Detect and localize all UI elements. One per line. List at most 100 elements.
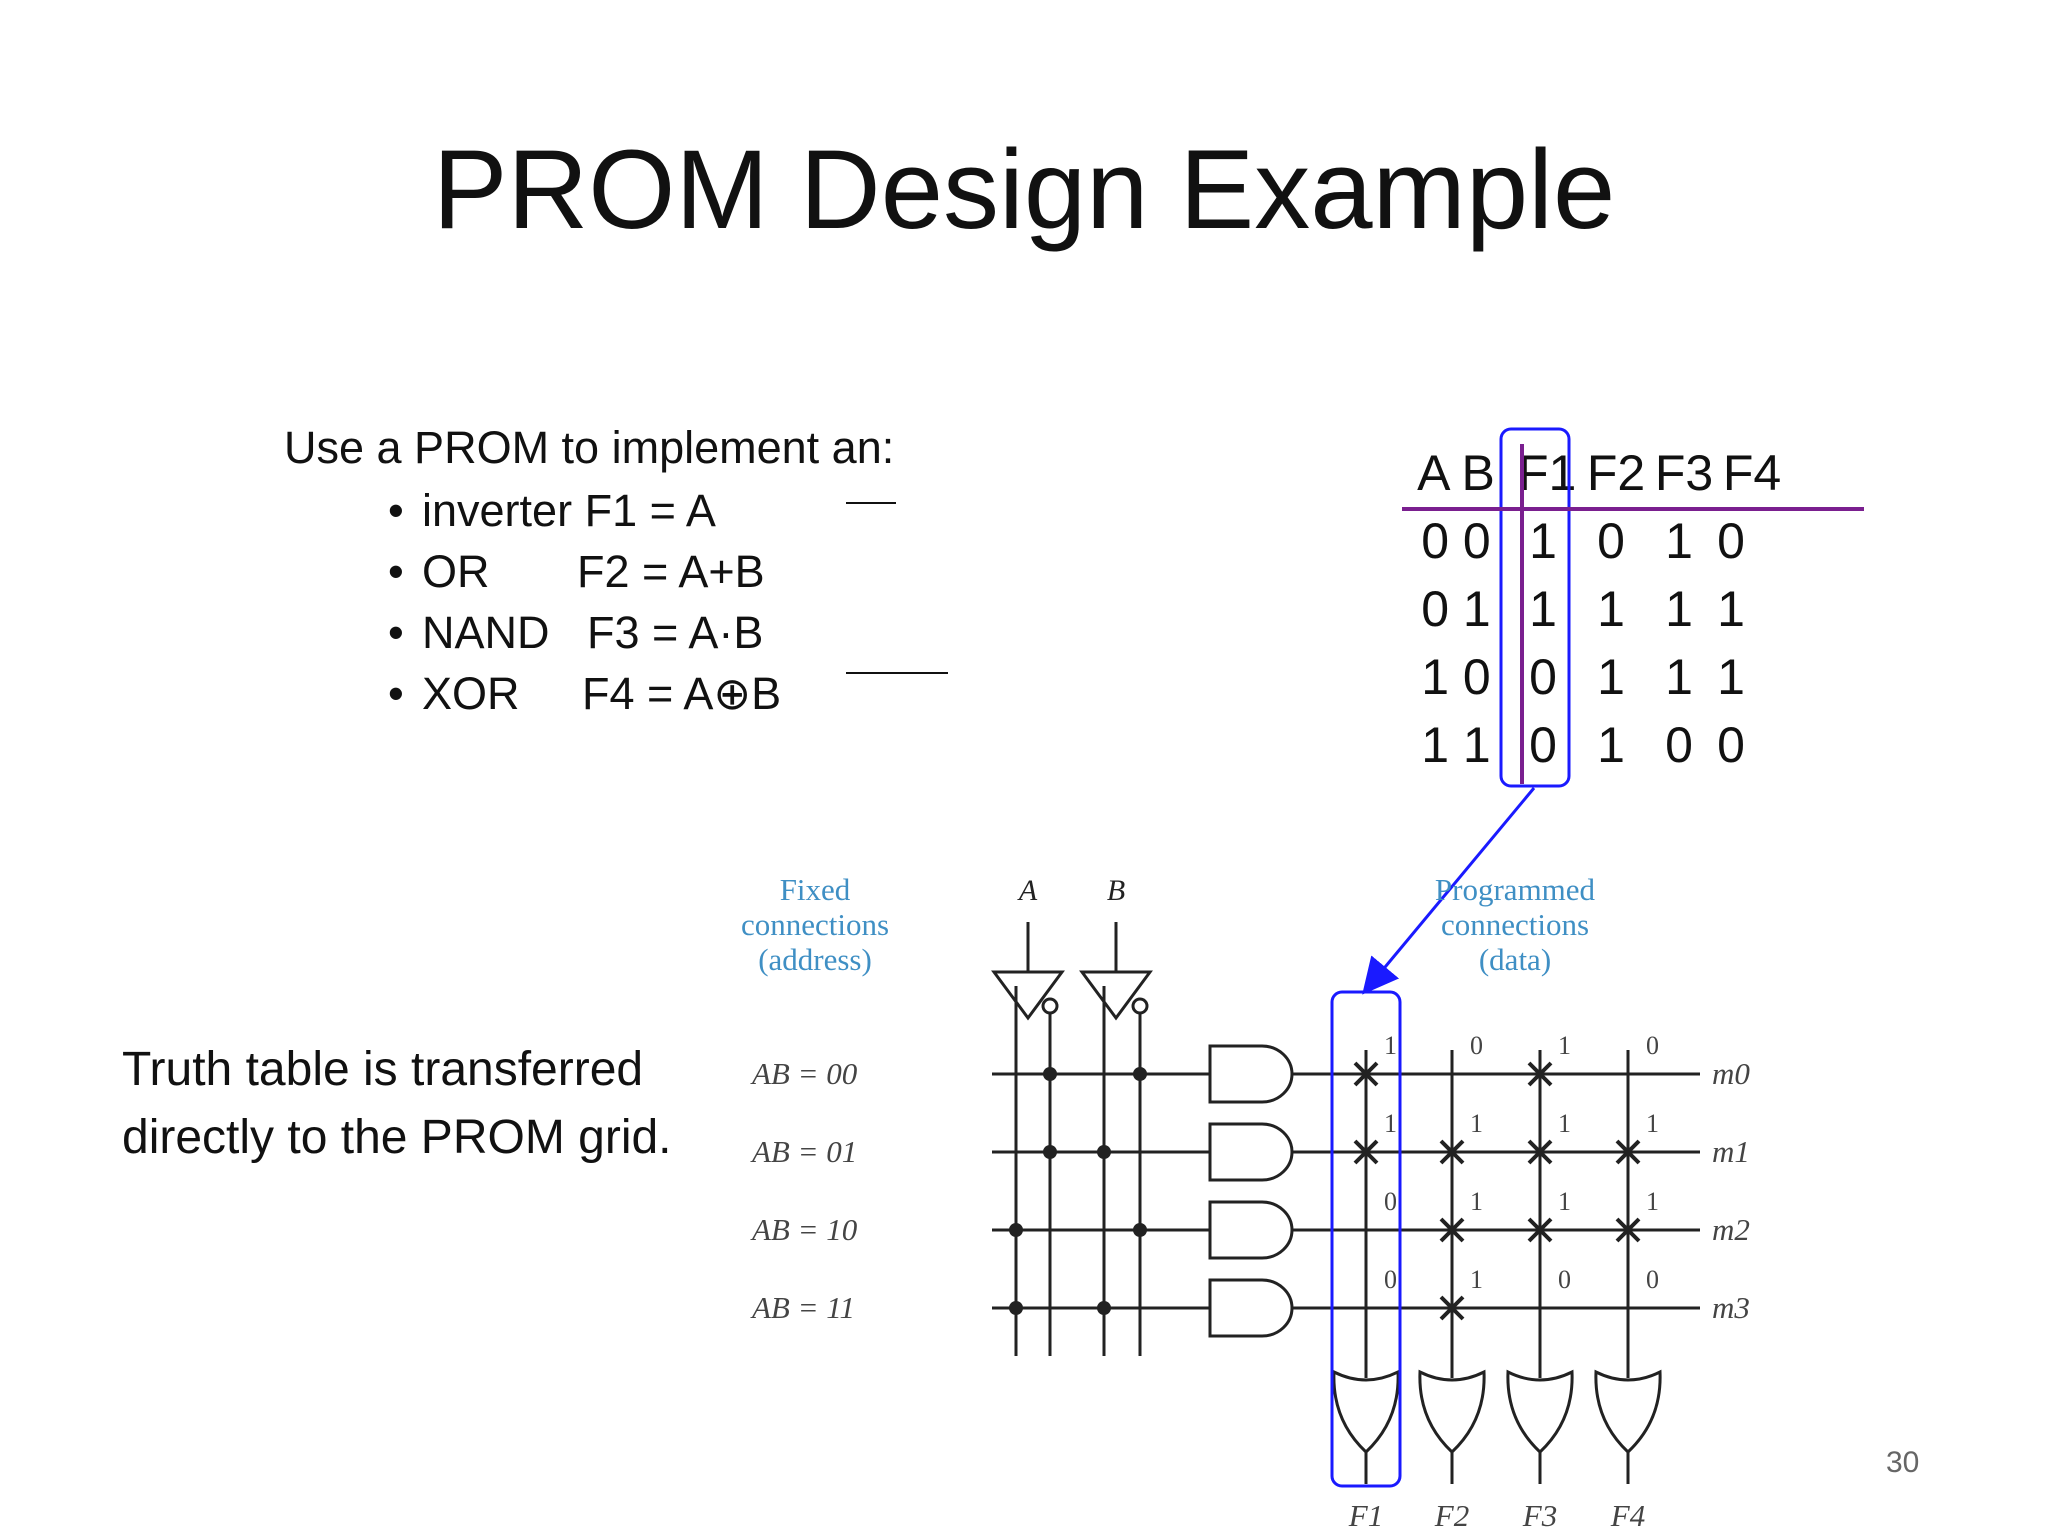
bit-label: 1	[1646, 1109, 1659, 1138]
bullet-name: OR	[422, 546, 490, 597]
tt-header-ab: A B	[1417, 445, 1495, 501]
programmed-connection-icon	[1527, 1139, 1553, 1165]
bit-label: 1	[1558, 1187, 1571, 1216]
address-row-00: AB = 00	[750, 1056, 858, 1091]
or-gate-icon	[1332, 1369, 1400, 1455]
bit-label: 0	[1558, 1265, 1571, 1294]
minterm-label-m2: m2	[1712, 1212, 1750, 1247]
minterm-label-m1: m1	[1712, 1134, 1750, 1169]
tt-cell: 1	[1717, 581, 1745, 637]
tt-cell: 1	[1597, 649, 1625, 705]
and-gate-icon	[1208, 1122, 1294, 1182]
bullet-formula: F1 = A	[584, 485, 716, 536]
tt-header-f1: F1	[1518, 445, 1577, 501]
minterm-label-m3: m3	[1712, 1290, 1750, 1325]
fixed-label-1: Fixed	[780, 872, 851, 907]
address-lines	[992, 1072, 1210, 1310]
tt-cell: 0	[1597, 513, 1625, 569]
bullet-name: XOR	[422, 668, 520, 719]
tt-cell: 1	[1665, 649, 1693, 705]
programmed-connection-icon	[1353, 1061, 1379, 1087]
output-label-f1: F1	[1348, 1498, 1383, 1533]
programmed-connection-icon	[1527, 1061, 1553, 1087]
bit-label: 1	[1558, 1031, 1571, 1060]
fixed-label-3: (address)	[758, 942, 872, 977]
programmed-connection-icon	[1439, 1217, 1465, 1243]
bit-label: 1	[1470, 1265, 1483, 1294]
bit-label: 1	[1558, 1109, 1571, 1138]
or-gate-icon	[1594, 1369, 1662, 1455]
minterm-label-m0: m0	[1712, 1056, 1750, 1091]
tt-header-f2: F2	[1586, 445, 1646, 501]
fixed-connection-dots	[1009, 1067, 1147, 1315]
and-gate-icon	[1208, 1278, 1294, 1338]
task-intro: Use a PROM to implement an:	[284, 422, 895, 473]
programmed-connection-icon	[1439, 1295, 1465, 1321]
overbar-a	[846, 502, 896, 504]
tt-row-ab: 1 0	[1421, 649, 1491, 705]
tt-cell: 0	[1717, 513, 1745, 569]
bullet-formula: F3 = A·B	[587, 607, 764, 658]
address-row-01: AB = 01	[750, 1134, 857, 1169]
transfer-arrow	[1362, 787, 1536, 995]
input-label-a: A	[1017, 874, 1038, 907]
bit-label: 0	[1470, 1031, 1483, 1060]
bullet-name: NAND	[422, 607, 550, 658]
page-number: 30	[1886, 1446, 1920, 1479]
tt-cell: 1	[1597, 717, 1625, 773]
bit-label: 1	[1470, 1109, 1483, 1138]
tt-cell: 1	[1529, 581, 1557, 637]
programmed-connection-icon	[1615, 1217, 1641, 1243]
programmed-connection-icon	[1439, 1139, 1465, 1165]
f1-column-highlight	[1330, 990, 1402, 1488]
tt-cell: 1	[1665, 513, 1693, 569]
bullet-name: inverter	[422, 485, 573, 536]
tt-cell: 0	[1717, 717, 1745, 773]
bullet-or: •OR F2 = A+B	[388, 546, 765, 597]
function-list: •inverter F1 = A •OR F2 = A+B •NAND F3 =…	[388, 480, 781, 724]
note-line-1: Truth table is transferred	[122, 1043, 644, 1096]
and-gate-icon	[1208, 1200, 1294, 1260]
bullet-formula: F4 = A⊕B	[582, 668, 782, 719]
tt-cell: 1	[1665, 581, 1693, 637]
tt-cell: 0	[1529, 717, 1557, 773]
tt-row-ab: 1 1	[1421, 717, 1491, 773]
bit-label: 0	[1384, 1187, 1397, 1216]
fixed-label-2: connections	[741, 907, 889, 942]
bullet-xor: •XOR F4 = A⊕B	[388, 668, 782, 719]
and-gate-icon	[1208, 1044, 1294, 1104]
programmed-connection-icon	[1353, 1139, 1379, 1165]
programmed-label-1: Programmed	[1435, 872, 1596, 907]
bit-label: 1	[1384, 1031, 1397, 1060]
tt-header-f3: F3	[1654, 445, 1714, 501]
and-gates	[1208, 1044, 1294, 1338]
output-columns	[1364, 1050, 1630, 1378]
bullet-nand: •NAND F3 = A·B	[388, 607, 764, 658]
output-label-f4: F4	[1610, 1498, 1645, 1533]
tt-cell: 1	[1717, 649, 1745, 705]
tt-cell: 0	[1529, 649, 1557, 705]
bit-label: 1	[1646, 1187, 1659, 1216]
input-buffers	[991, 922, 1153, 1356]
overbar-ab	[846, 672, 948, 674]
or-gate-icon	[1418, 1369, 1486, 1455]
note-line-2: directly to the PROM grid.	[122, 1111, 672, 1164]
inverter-b-icon	[1079, 970, 1153, 1021]
bit-label: 0	[1646, 1265, 1659, 1294]
programmed-connection-icon	[1615, 1139, 1641, 1165]
output-label-f3: F3	[1522, 1498, 1557, 1533]
or-gates	[1332, 1369, 1662, 1484]
or-gate-icon	[1506, 1369, 1574, 1455]
f1-highlight-box	[1499, 427, 1571, 788]
address-row-10: AB = 10	[750, 1212, 858, 1247]
bullet-formula: F2 = A+B	[577, 546, 765, 597]
tt-row-ab: 0 0	[1421, 513, 1491, 569]
bit-label: 1	[1384, 1109, 1397, 1138]
inverter-a-icon	[991, 970, 1065, 1021]
tt-cell: 1	[1529, 513, 1557, 569]
slide-title: PROM Design Example	[432, 127, 1616, 252]
minterm-lines	[1292, 1072, 1700, 1310]
programmed-label-2: connections	[1441, 907, 1589, 942]
